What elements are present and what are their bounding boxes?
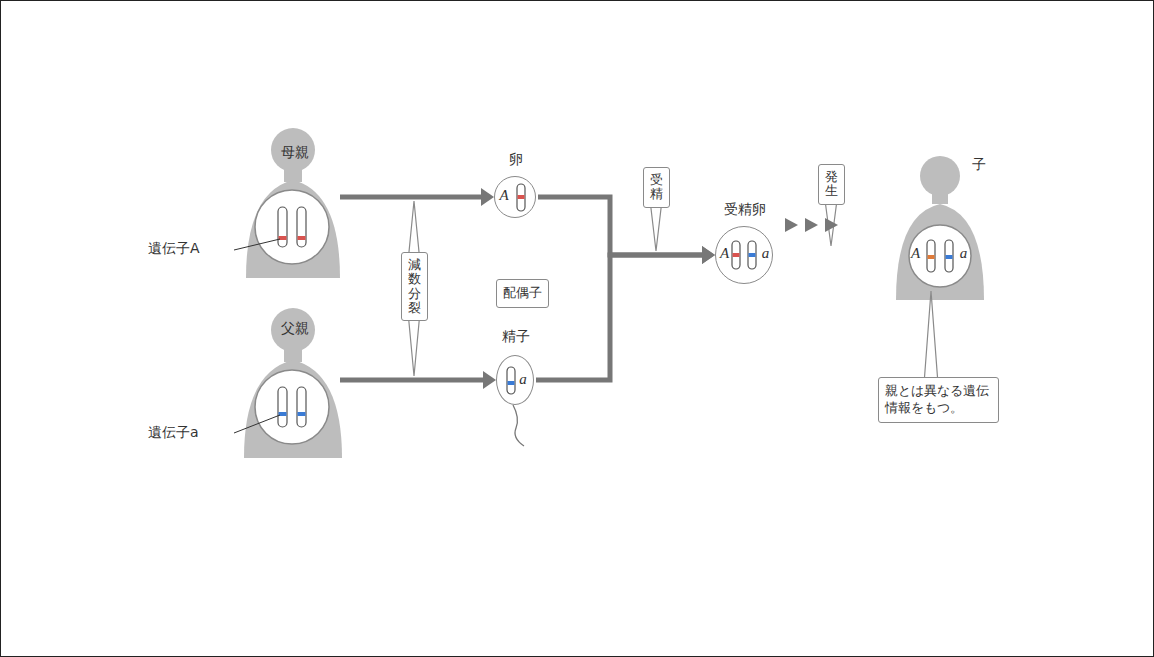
father-figure: 父親 — [250, 305, 340, 455]
cell-circle — [255, 190, 329, 264]
gene-letter: a — [759, 245, 772, 262]
flow-arrow — [536, 246, 715, 380]
arrow-head — [785, 218, 798, 232]
connector-line — [340, 378, 484, 383]
callout-text: 発生 — [825, 170, 838, 199]
note-callout: 親とは異なる遺伝 情報をもつ。 — [878, 377, 999, 423]
callout-text: 配偶子 — [503, 285, 542, 302]
arrow-head — [805, 218, 818, 232]
child-figure: 子 Aa — [895, 150, 990, 300]
group-label-box: 配偶子 — [496, 279, 549, 308]
arrow-head — [702, 246, 715, 264]
gene-letter: a — [518, 371, 528, 388]
gene-letter: A — [909, 245, 922, 262]
callout-pointer — [408, 200, 938, 384]
node-heading: 母親 — [250, 144, 340, 162]
zygote-cell: 受精卵Aa — [715, 226, 773, 284]
leader-line — [234, 239, 280, 250]
callout-text: 受精 — [650, 173, 663, 202]
process-callout: 受精 — [643, 167, 670, 208]
gene-letter: A — [718, 245, 731, 262]
gene-label: 遺伝子a — [148, 424, 199, 442]
callout-text: 減数分裂 — [408, 258, 421, 315]
arrow-head — [483, 371, 496, 389]
node-heading: 卵 — [495, 151, 537, 169]
arrow-head — [825, 218, 838, 232]
connector-line — [536, 255, 703, 380]
node-heading: 受精卵 — [705, 201, 785, 219]
node-heading: 父親 — [250, 320, 340, 338]
node-heading: 子 — [967, 156, 991, 174]
flow-arrow — [340, 371, 496, 389]
cell-circle — [255, 370, 329, 444]
gene-letter: a — [957, 245, 970, 262]
father-silhouette — [244, 308, 342, 458]
process-callout: 発生 — [818, 164, 845, 205]
process-callout: 減数分裂 — [401, 252, 428, 321]
leader-line — [234, 415, 280, 433]
egg-cell: 卵A — [494, 176, 536, 218]
flow-triangles — [785, 218, 838, 232]
chromosome-pair — [278, 207, 306, 247]
connector-line — [340, 195, 482, 200]
chromosome-pair — [278, 387, 306, 427]
connector-line — [538, 197, 703, 255]
mother-figure: 母親 — [250, 128, 340, 278]
flow-arrow — [340, 188, 494, 206]
arrow-head — [481, 188, 494, 206]
cell-circle — [909, 225, 971, 287]
sperm-tail — [513, 405, 524, 446]
callout-text: 親とは異なる遺伝 情報をもつ。 — [885, 383, 992, 417]
sperm-cell: 精子a — [496, 355, 534, 405]
mother-silhouette — [246, 128, 340, 278]
arrow-head — [702, 246, 715, 264]
chromosome-pair — [927, 240, 953, 272]
gene-label: 遺伝子A — [148, 240, 200, 258]
child-silhouette — [896, 156, 984, 300]
gene-letter: A — [498, 187, 510, 204]
node-heading: 精子 — [489, 328, 543, 346]
